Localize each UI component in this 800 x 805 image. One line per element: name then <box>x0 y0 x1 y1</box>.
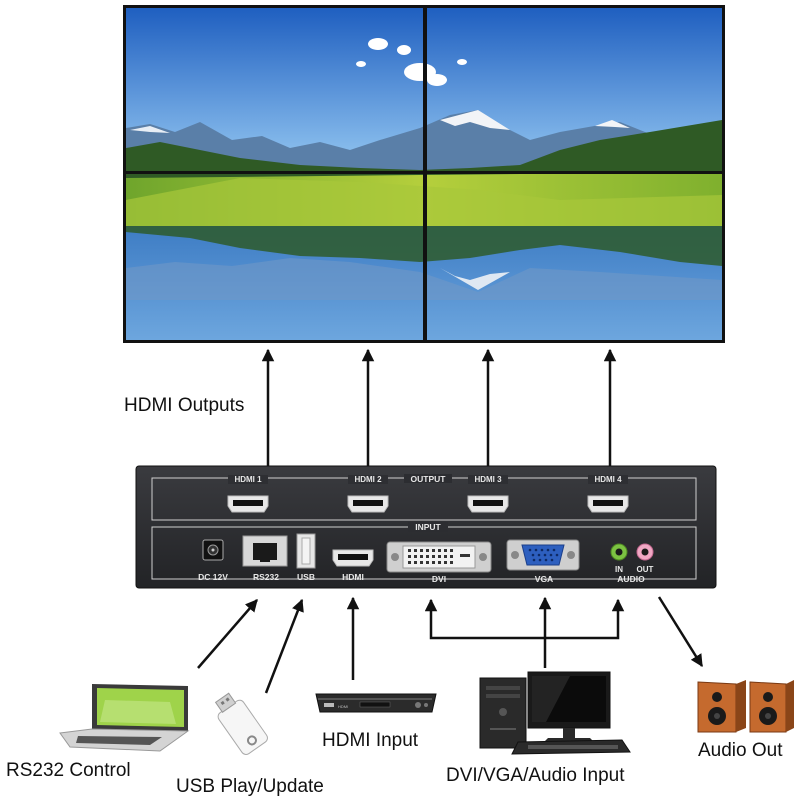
usb-label: USB <box>297 572 315 582</box>
vga-port[interactable] <box>506 539 580 571</box>
input-section-label: INPUT <box>415 522 441 532</box>
dc-12v-port[interactable] <box>202 539 224 561</box>
dc-12v-label: DC 12V <box>198 572 228 582</box>
video-wall <box>123 5 725 343</box>
dvi-port[interactable] <box>386 541 492 573</box>
video-wall-controller: OUTPUT HDMI 1 HDMI 2 HDMI 3 HDMI 4 <box>135 465 717 589</box>
output-section-label: OUTPUT <box>411 474 447 484</box>
hdmi-input-port[interactable] <box>332 549 374 567</box>
audio-in-jack[interactable] <box>610 543 628 561</box>
output-arrows <box>261 348 617 466</box>
desktop-computer-icon <box>479 671 631 755</box>
dvi-vga-audio-input-label: DVI/VGA/Audio Input <box>446 765 625 786</box>
arrow-rs232 <box>197 599 258 669</box>
rs232-control-label: RS232 Control <box>6 760 131 781</box>
svg-text:HDMI 3: HDMI 3 <box>474 475 502 484</box>
svg-text:HDMI 1: HDMI 1 <box>234 475 262 484</box>
audio-out-caption: Audio Out <box>698 740 783 761</box>
bracket-dvi-vga-audio <box>424 598 625 640</box>
audio-label: AUDIO <box>617 574 645 584</box>
usb-play-update-label: USB Play/Update <box>176 776 324 797</box>
hdmi-output-4[interactable]: HDMI 4 <box>587 475 629 513</box>
speakers-icon <box>697 680 794 733</box>
usb-port[interactable] <box>296 533 316 569</box>
usb-stick-icon <box>214 692 268 755</box>
svg-text:HDMI 2: HDMI 2 <box>354 475 382 484</box>
vga-label: VGA <box>535 574 553 584</box>
hdmi-output-3[interactable]: HDMI 3 <box>467 475 509 513</box>
hdmi-output-1[interactable]: HDMI 1 <box>227 475 269 513</box>
hdmi-outputs-label: HDMI Outputs <box>124 395 245 416</box>
audio-out-label: OUT <box>637 565 654 574</box>
audio-out-jack[interactable] <box>636 543 654 561</box>
dvd-player-text: HDMI <box>338 704 348 709</box>
arrow-usb <box>264 598 304 694</box>
laptop-icon <box>59 684 190 752</box>
dvi-label: DVI <box>432 574 446 584</box>
input-arrows <box>197 596 704 694</box>
arrow-audio-out <box>657 596 704 668</box>
hdmi-input-label: HDMI <box>342 572 364 582</box>
hdmi-output-2[interactable]: HDMI 2 <box>347 475 389 513</box>
rs232-port[interactable] <box>242 535 288 567</box>
svg-text:HDMI 4: HDMI 4 <box>594 475 622 484</box>
audio-in-label: IN <box>615 565 623 574</box>
rs232-label: RS232 <box>253 572 279 582</box>
dvd-player-icon: HDMI <box>315 693 437 713</box>
hdmi-input-caption: HDMI Input <box>322 730 419 751</box>
